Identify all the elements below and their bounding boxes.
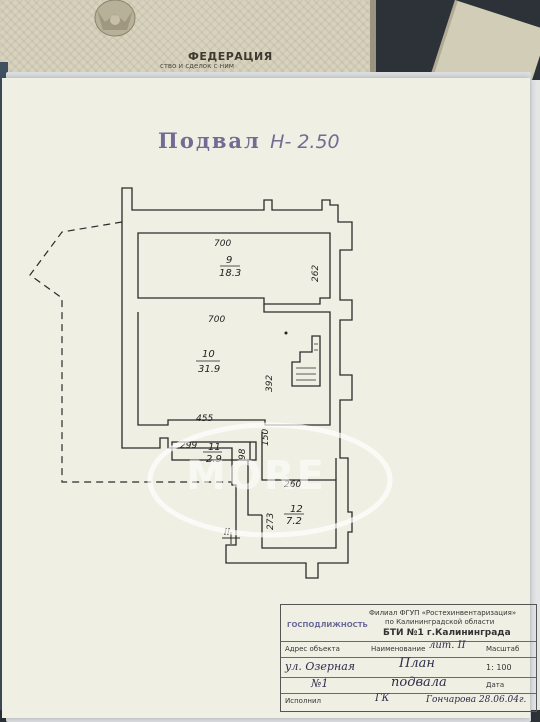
stamp-scale-value: 1: 100 [486,663,512,672]
dimension-label: 262 [311,265,321,282]
room-12-walls [261,432,337,549]
room-12-area: 7.2 [286,516,302,527]
coat-of-arms-emblem [94,0,136,37]
plan-title-level: Н- 2.50 [270,131,340,153]
room-10-walls [137,304,331,426]
stamp-executor-sign: ГК [375,693,390,704]
room-10-number: 10 [202,349,215,360]
outer-wall [121,187,353,579]
stamp-org-line1: Филиал ФГУП «Ростехинвентаризация» [369,609,517,617]
dimension-label: 392 [265,375,275,392]
watermark-oval [147,422,393,538]
stamp-address-header: Адрес объекта [285,645,340,653]
dimension-label: 260 [284,480,301,490]
floor-plan-sheet [2,78,530,718]
stamp-org-line3: БТИ №1 г.Калининграда [383,628,511,638]
room-12-number: 12 [290,504,303,515]
stamp-name-header: Наименование [371,645,426,653]
plan-title-word: Подвал [158,128,261,153]
stamp-executor-value: Гончарова 28.06.04г. [426,695,527,705]
title-block-stamp: ГОСПОДЛИЖНОСТЬ Филиал ФГУП «Ростехинвент… [280,604,537,712]
room-11-number: 11 [208,442,221,453]
room-10-area: 31.9 [198,364,220,375]
stamp-plan-word-1: План [399,656,435,671]
stair [291,335,321,387]
dashed-annex-outline [29,221,232,483]
room-9-number: 9 [226,255,232,266]
certificate-heading: ФЕДЕРАЦИЯ [188,50,273,63]
dimension-label: 150 [261,429,271,446]
watermark-logo: MORE [186,453,326,499]
background-certificate: ФЕДЕРАЦИЯ ство и сделок с ним [0,0,376,78]
stamp-house-number: №1 [311,677,329,690]
dimension-label: 299 [180,441,197,451]
stamp-executor-label: Исполнил [285,697,322,705]
inner-wall [137,232,331,305]
room-9-area: 18.3 [219,268,241,279]
dimension-label: 700 [208,315,225,325]
stamp-address-value: ул. Озерная [285,660,356,673]
stamp-scale-header: Масштаб [486,645,520,653]
dimension-label: 455 [196,414,213,424]
dimension-label: 273 [266,513,276,530]
plan-title: Подвал Н- 2.50 [158,128,340,153]
stamp-name-value: лит. II [429,640,466,651]
stamp-org-line2: по Калининградской области [385,618,495,626]
dimension-label: 700 [214,239,231,249]
certificate-subtext: ство и сделок с ним [160,62,235,70]
dimension-label: 98 [238,448,248,460]
stamp-header-left: ГОСПОДЛИЖНОСТЬ [287,621,368,629]
stamp-date-header: Дата [486,681,505,689]
room-11-area: 2.9 [206,454,222,465]
stamp-plan-word-2: подвала [391,675,447,690]
